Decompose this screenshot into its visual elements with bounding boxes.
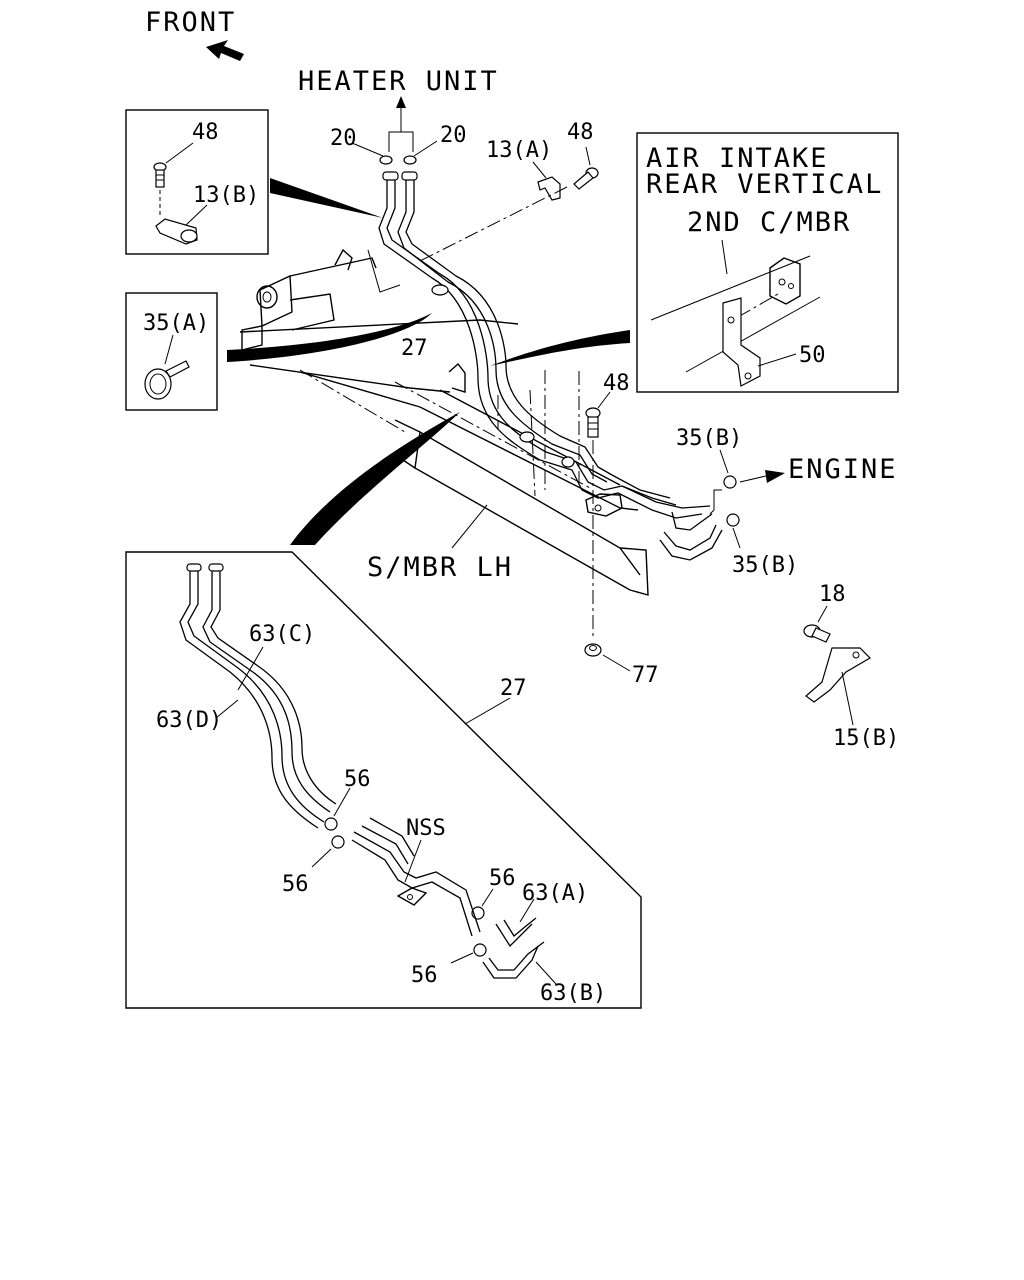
pipe-bracket-icon <box>585 493 623 517</box>
bracket-15b-icon <box>805 647 871 726</box>
callout-27-detail-leader <box>464 697 511 725</box>
hose-63b-icon <box>482 941 557 985</box>
heater-unit-label: HEATER UNIT <box>298 66 499 97</box>
callout-15b: 15(B) <box>833 726 899 751</box>
callout-35a: 35(A) <box>143 311 209 336</box>
heater-pipe-27 <box>378 171 723 561</box>
hose-63a-icon <box>495 898 537 948</box>
callout-48-top: 48 <box>567 120 594 145</box>
bolt-48-top-icon <box>573 146 599 190</box>
callout-63d-leader <box>215 699 239 719</box>
callout-56-c: 56 <box>489 866 516 891</box>
clip-13a-icon <box>532 161 561 201</box>
callout-56-a: 56 <box>344 767 371 792</box>
detail-box-27 <box>125 551 642 1009</box>
callout-56-d: 56 <box>411 963 438 988</box>
nss-pipe-assembly <box>351 817 481 937</box>
nss-leader <box>404 839 422 883</box>
hose-clamp-20-icon <box>351 140 438 165</box>
nut-77-icon <box>584 643 631 672</box>
clip-13b-icon <box>155 204 208 245</box>
band-clamp-35a-icon <box>144 334 190 400</box>
bolt-48-icon <box>153 142 194 215</box>
callout-48-inset: 48 <box>192 120 219 145</box>
hose-clamp-56-icons <box>311 787 494 964</box>
nss-label: NSS <box>406 816 446 841</box>
callout-20-right: 20 <box>440 123 467 148</box>
callout-35b-top: 35(B) <box>676 426 742 451</box>
air-intake-label-line1: AIR INTAKE <box>646 143 829 174</box>
heater-unit-arrow-icon <box>388 96 414 152</box>
c-mbr-frame-lines <box>650 239 821 373</box>
bolt-48-mid-icon <box>585 391 611 438</box>
callout-18: 18 <box>819 582 846 607</box>
inset-box-air-intake <box>636 132 899 393</box>
callout-20-left: 20 <box>330 126 357 151</box>
air-intake-label-line2: REAR VERTICAL <box>646 169 883 200</box>
bracket-50-icon <box>722 297 797 387</box>
mount-centerline-13a <box>417 186 568 263</box>
inset-box-13b <box>125 109 269 255</box>
callout-63c-leader <box>237 646 264 691</box>
callout-77: 77 <box>632 663 659 688</box>
callout-50: 50 <box>799 343 826 368</box>
callout-63a: 63(A) <box>522 881 588 906</box>
engine-arrow-icon <box>739 470 785 483</box>
callout-35b-bottom: 35(B) <box>732 553 798 578</box>
s-mbr-lh-label: S/MBR LH <box>367 552 513 583</box>
chassis-frame <box>239 257 649 596</box>
front-label: FRONT <box>145 7 236 38</box>
callout-63c: 63(C) <box>249 622 315 647</box>
s-mbr-lh-leader <box>451 504 488 549</box>
front-arrow-icon <box>206 40 244 61</box>
callout-13a: 13(A) <box>486 138 552 163</box>
mount-bracket-icon <box>334 248 466 393</box>
hose-clamp-35b-icon <box>709 449 741 549</box>
callout-27-detail: 27 <box>500 676 527 701</box>
callout-wedges <box>227 178 630 545</box>
callout-63d: 63(D) <box>156 708 222 733</box>
callout-48-mid: 48 <box>603 371 630 396</box>
detail-pipes-63cd <box>179 563 337 829</box>
engine-label: ENGINE <box>788 454 898 485</box>
bolt-18-icon <box>803 605 831 643</box>
second-c-mbr-label: 2ND C/MBR <box>687 207 851 238</box>
callout-63b: 63(B) <box>540 981 606 1006</box>
callout-56-b: 56 <box>282 872 309 897</box>
callout-13b: 13(B) <box>193 183 259 208</box>
callout-27-main: 27 <box>401 336 428 361</box>
inset-box-35a <box>125 292 218 411</box>
